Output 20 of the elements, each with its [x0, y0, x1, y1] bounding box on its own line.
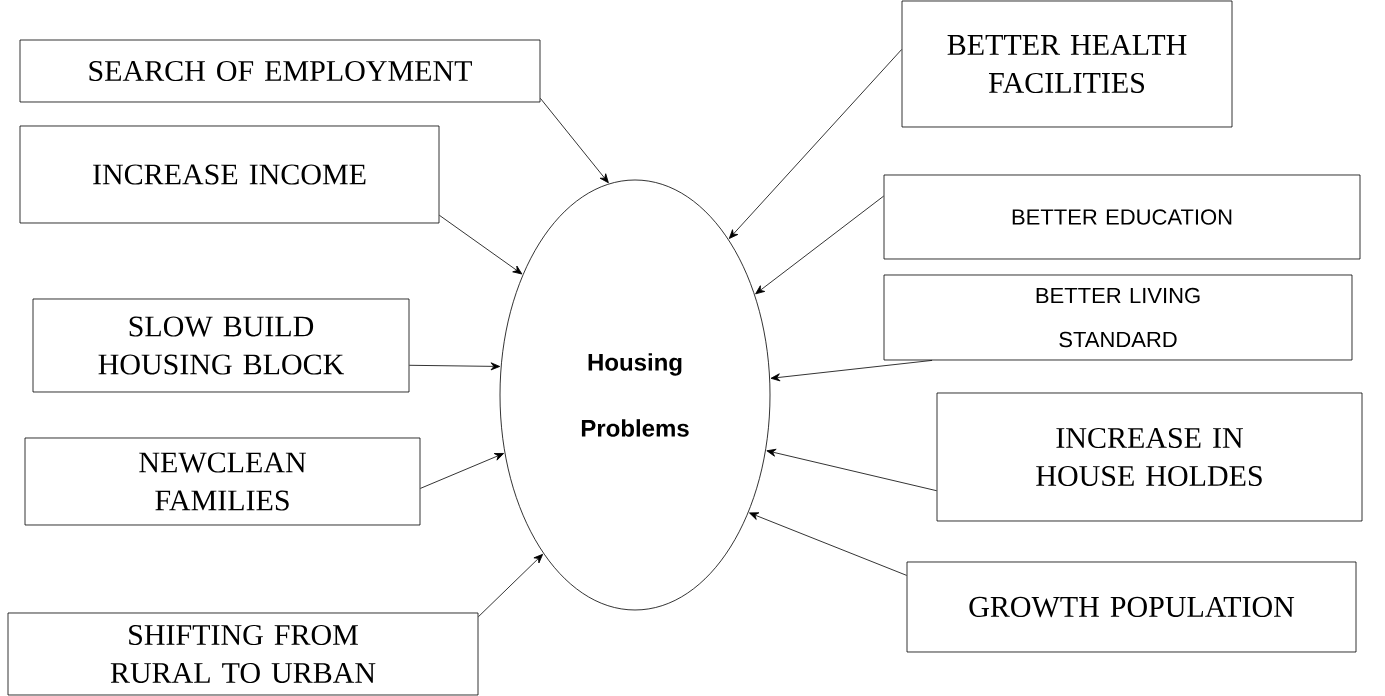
arrow — [409, 362, 501, 371]
cause-box: NEWCLEAN FAMILIES — [24, 437, 421, 526]
cause-box: BETTER EDUCATION — [883, 174, 1361, 260]
arrow — [420, 453, 505, 489]
cause-box: SLOW BUILD HOUSING BLOCK — [32, 298, 410, 393]
arrow — [728, 49, 902, 239]
arrow — [755, 195, 884, 295]
arrow — [540, 97, 609, 184]
arrow — [439, 214, 523, 275]
cause-box: INCREASE IN HOUSE HOLDES — [936, 392, 1363, 522]
arrow — [478, 553, 544, 618]
cause-box: SHIFTING FROM RURAL TO URBAN — [7, 612, 479, 696]
cause-box: GROWTH POPULATION — [906, 561, 1357, 653]
arrow — [749, 512, 907, 576]
cause-box: INCREASE INCOME — [19, 125, 440, 224]
cause-box: SEARCH OF EMPLOYMENT — [19, 39, 541, 103]
arrow — [770, 360, 933, 382]
cause-box: BETTER LIVING STANDARD — [883, 274, 1353, 361]
arrow — [766, 448, 937, 492]
cause-box: BETTER HEALTH FACILITIES — [901, 0, 1233, 128]
